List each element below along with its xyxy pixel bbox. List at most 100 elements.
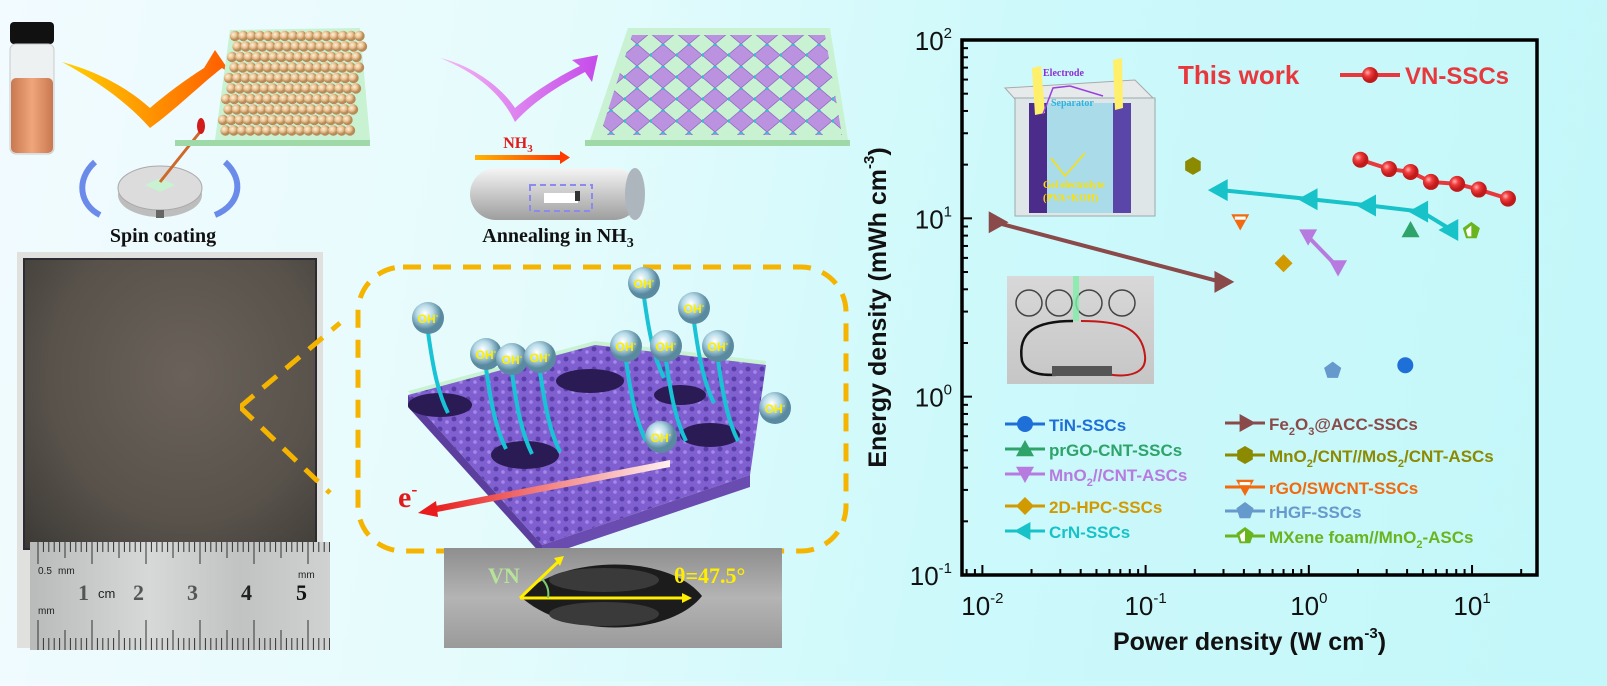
led-demo-photo [1007, 276, 1154, 384]
legend-item: MnO2//CNT-ASCs [1005, 466, 1187, 489]
data-point-sphere [1402, 163, 1419, 180]
nanoparticle [229, 93, 240, 105]
nanoparticle [301, 51, 312, 63]
nanoparticle [321, 30, 332, 42]
nanoparticle [237, 62, 248, 73]
nanoparticle [284, 114, 295, 126]
nanoparticle [261, 125, 273, 136]
vn-film-sample [23, 258, 317, 550]
series-mxene-foam-mno2-ascs [1462, 221, 1480, 239]
vn-label: VN [488, 563, 520, 588]
fabrication-schematic: Spin coating NH3 Annealing in NH3 [0, 0, 850, 251]
nanoparticle [242, 83, 254, 94]
x-tick-label: 10-1 [1124, 590, 1166, 621]
oh-ion-label: OH- [708, 339, 729, 354]
nanoparticle [290, 41, 301, 52]
nanoparticle [231, 104, 242, 115]
legend-label: rGO/SWCNT-SSCs [1269, 479, 1418, 498]
ruler-number-2: 2 [133, 580, 144, 605]
nanoparticle [265, 41, 276, 52]
data-point-triangle-left [1297, 188, 1318, 211]
nanoparticle [309, 51, 321, 63]
contact-angle-value: θ=47.5° [674, 563, 746, 588]
nanoparticle [234, 114, 245, 126]
nanoparticle [329, 30, 340, 42]
nanoparticle [322, 104, 334, 115]
nanoparticle [320, 62, 331, 73]
data-point-pentagon [1324, 361, 1342, 378]
legend-label: CrN-SSCs [1049, 523, 1130, 542]
data-point-sphere [1381, 161, 1398, 178]
ion-path-arrow [692, 321, 716, 404]
led-demo-graphic [1015, 276, 1147, 377]
nanoparticle [238, 30, 249, 42]
oh-ion: OH- [645, 421, 677, 453]
ion-path-arrow [510, 372, 534, 455]
nanoparticle [304, 30, 315, 42]
nanoparticle [268, 51, 279, 63]
nanoparticle [226, 51, 238, 63]
spin-coating-label: Spin coating [110, 225, 216, 247]
nanoparticle [264, 104, 276, 115]
nanoparticle [287, 62, 298, 73]
y-tick-label: 100 [915, 382, 952, 413]
nanoparticle [351, 51, 362, 63]
nanoparticle [273, 41, 285, 52]
nanoparticle [253, 125, 264, 136]
nanoparticle [306, 104, 317, 115]
ruler-number-4: 4 [241, 580, 252, 605]
data-point-triangle-up [1016, 440, 1034, 457]
data-point-triangle-down-open [1236, 479, 1254, 496]
series-crn-sscs [1207, 179, 1459, 242]
nanoparticle [347, 104, 359, 115]
nanoparticle [240, 72, 251, 84]
nanoparticle [220, 125, 231, 136]
legend-item: TiN-SSCs [1005, 416, 1126, 435]
oh-ion-label: OH- [530, 350, 551, 365]
nanoparticle [309, 114, 320, 126]
nanoparticle [307, 41, 318, 52]
nanoparticle [267, 83, 279, 94]
ruler-number-1: 1 [78, 580, 89, 605]
nanoparticle [317, 83, 328, 94]
nanoparticle [296, 30, 307, 42]
nanoparticle [348, 41, 359, 52]
nanoparticle [259, 114, 270, 126]
tube-furnace-icon [470, 168, 645, 220]
nanoparticle [262, 93, 273, 105]
oh-ion: OH- [702, 330, 734, 362]
spin-coater-icon [79, 118, 241, 218]
nanoparticle [276, 83, 287, 94]
nanoparticle [331, 41, 343, 52]
x-tick-label: 101 [1453, 590, 1490, 621]
data-point-triangle-down [1016, 466, 1034, 483]
legend-item: 2D-HPC-SSCs [1005, 497, 1162, 517]
nanoparticle [251, 114, 262, 126]
nanoparticle [354, 30, 365, 42]
nanoparticle [336, 125, 347, 136]
nanoparticle [339, 104, 350, 115]
ruler-ticks [37, 542, 330, 650]
nanoparticle [235, 51, 246, 63]
nanoparticle [260, 51, 271, 63]
x-tick-label: 100 [1290, 590, 1327, 621]
nanoparticle [281, 104, 292, 115]
nanoparticle [356, 41, 368, 52]
y-axis-label: Energy density (mWh cm-3) [861, 147, 892, 467]
legend-label-vn-ssc: VN-SSCs [1405, 63, 1509, 90]
data-point-triangle-down-open [1231, 214, 1250, 231]
nanoparticle [217, 114, 229, 126]
nanoparticle [345, 93, 356, 105]
nanoparticle [240, 41, 251, 52]
legend-item: prGO-CNT-SSCs [1005, 440, 1182, 460]
nanoparticle [246, 30, 257, 42]
nanoparticle [344, 125, 356, 136]
nanoparticle [232, 41, 243, 52]
nanoparticle [281, 72, 293, 84]
nanoparticle [292, 83, 304, 94]
series-vn-sscs [1352, 151, 1516, 207]
nanoparticle [273, 104, 284, 115]
nanoparticle [286, 125, 298, 136]
nanoparticle [315, 41, 326, 52]
data-point-sphere [1499, 190, 1516, 207]
